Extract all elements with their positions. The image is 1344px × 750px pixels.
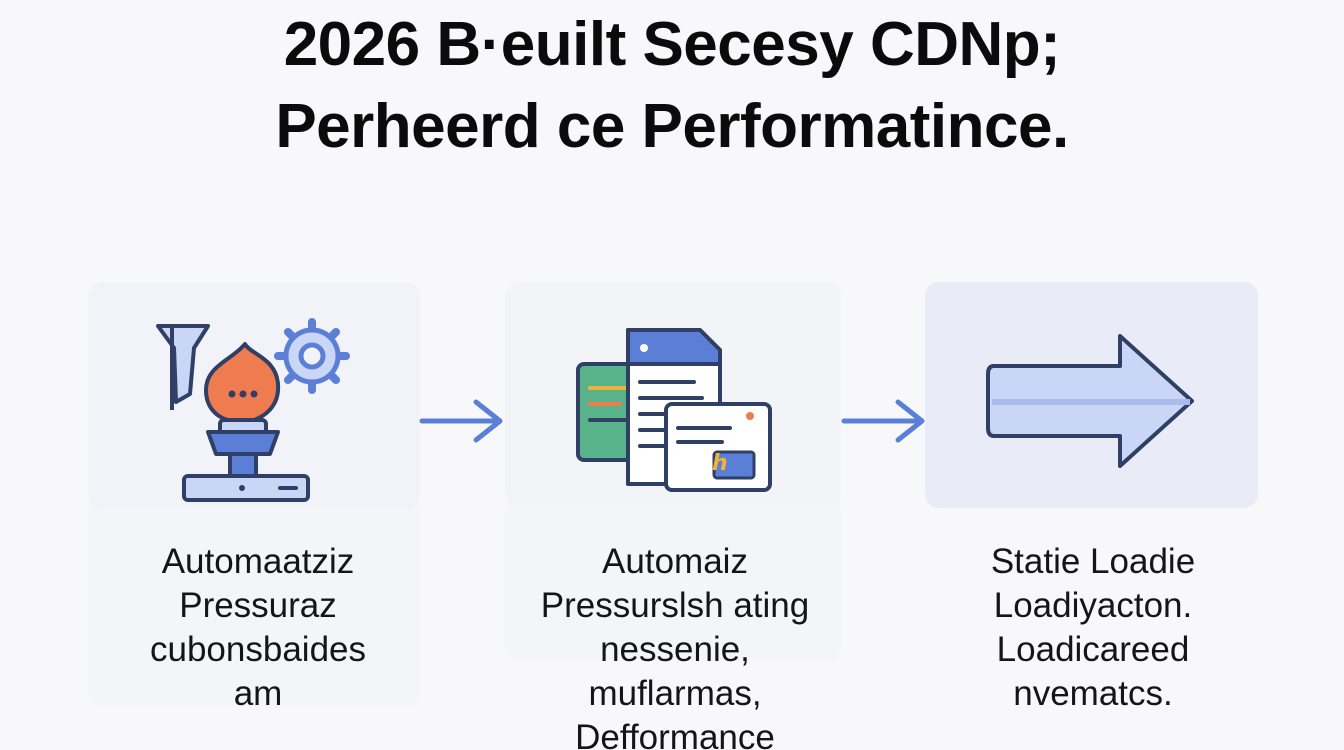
step-2-caption-line-1: Automaiz <box>602 542 748 581</box>
step-2-card-extension <box>505 500 841 660</box>
step-2-caption-line-4: muflarmas, <box>588 674 762 713</box>
step-2-caption-line-3: nessenie, <box>600 630 750 669</box>
step-1-caption-line-2: Pressuraz <box>179 586 337 625</box>
title-line-2: Perheerd ce Performatince. <box>275 92 1069 161</box>
step-3-caption: Statie Loadie Loadiyacton. Loadicareed n… <box>925 540 1261 716</box>
step-3-caption-line-4: nvematcs. <box>1013 674 1173 713</box>
step-2-caption-line-5: Defformance <box>575 718 775 750</box>
documents-icon: h <box>576 328 772 492</box>
flow-arrow-2-icon <box>841 399 925 443</box>
step-2-caption-line-2: Pressurslsh ating <box>540 586 810 625</box>
svg-text:h: h <box>712 451 728 476</box>
step-3-caption-line-2: Loadiyacton. <box>993 586 1193 625</box>
robot-gear-icon <box>156 318 350 502</box>
title-line-1: 2026 B·euilt Secesy CDNp; <box>283 10 1061 79</box>
step-1-caption-line-3: cubonsbaides <box>150 630 366 669</box>
step-1-card-extension <box>88 500 420 706</box>
page-title: 2026 B·euilt Secesy CDNp; Perheerd ce Pe… <box>0 4 1344 168</box>
step-3-caption-line-1: Statie Loadie <box>990 542 1196 581</box>
big-arrow-icon <box>986 334 1194 468</box>
step-1-caption-line-1: Automaatziz <box>161 542 355 581</box>
step-2-caption: Automaiz Pressurslsh ating nessenie, muf… <box>505 540 845 750</box>
step-1-caption-line-4: am <box>233 674 283 713</box>
flow-arrow-1-icon <box>419 399 503 443</box>
step-1-caption: Automaatziz Pressuraz cubonsbaides am <box>88 540 428 716</box>
step-3-caption-line-3: Loadicareed <box>996 630 1190 669</box>
